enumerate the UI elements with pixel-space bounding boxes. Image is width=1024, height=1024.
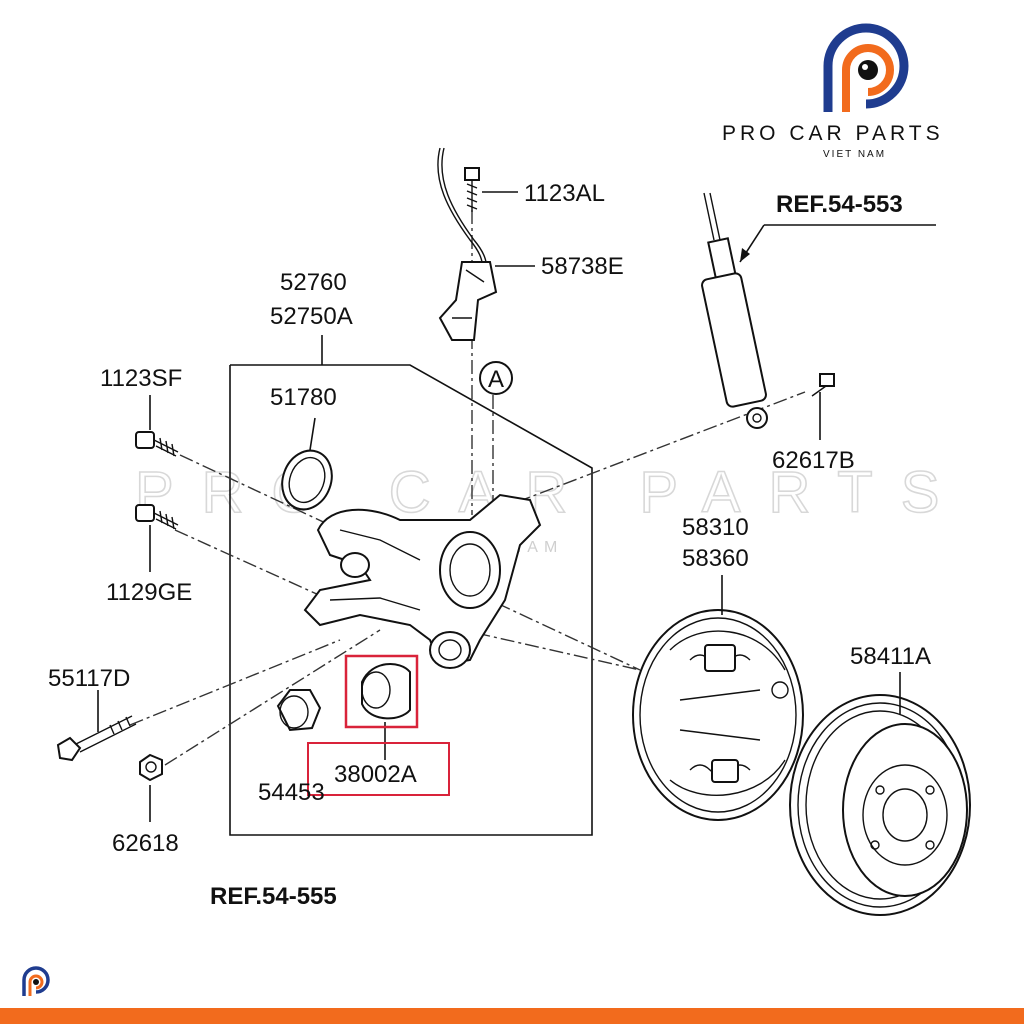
label-58738e: 58738E bbox=[541, 253, 624, 280]
bolt-1123al-part bbox=[464, 167, 480, 212]
label-38002a: 38002A bbox=[334, 761, 417, 788]
label-1129ge: 1129GE bbox=[106, 579, 192, 606]
assembly-centerlines bbox=[129, 210, 806, 766]
label-58411a: 58411A bbox=[850, 643, 931, 670]
knuckle-assembly-frame bbox=[229, 335, 593, 836]
brand-logo: PRO CAR PARTS VIET NAM bbox=[722, 23, 944, 160]
bolt-55117d-part bbox=[56, 690, 137, 762]
label-62618: 62618 bbox=[112, 830, 179, 857]
label-58310: 58310 bbox=[682, 514, 749, 541]
label-62617b: 62617B bbox=[772, 447, 855, 474]
highlight-box-bushing bbox=[344, 654, 419, 729]
watermark: PRO CAR PARTS VIET NAM bbox=[134, 459, 967, 556]
label-55117d: 55117D bbox=[48, 665, 130, 692]
bolt-1129ge-part bbox=[135, 504, 179, 572]
callout-a-label: A bbox=[488, 366, 504, 393]
seal-ring-51780-part bbox=[281, 417, 333, 511]
highlight-box-label bbox=[307, 742, 450, 796]
footer-orange-bar bbox=[0, 1008, 1024, 1024]
label-ref-54-555: REF.54-555 bbox=[210, 883, 337, 910]
pcp-logo-icon bbox=[823, 23, 909, 112]
label-1123al: 1123AL bbox=[524, 180, 605, 207]
bushing-54453-part bbox=[276, 689, 322, 732]
rear-knuckle-part bbox=[303, 493, 542, 669]
label-54453: 54453 bbox=[258, 779, 325, 806]
watermark-text: PRO CAR PARTS bbox=[135, 460, 967, 525]
abs-sensor-part bbox=[437, 147, 498, 341]
bolt-1123sf-part bbox=[135, 395, 179, 457]
brake-drum-part bbox=[789, 672, 971, 916]
label-ref-54-553: REF.54-553 bbox=[776, 191, 903, 218]
small-logo-icon bbox=[22, 966, 50, 996]
label-58360: 58360 bbox=[682, 545, 749, 572]
label-51780: 51780 bbox=[270, 384, 337, 411]
shock-absorber-part bbox=[701, 192, 936, 429]
bolt-62617b-part bbox=[811, 373, 835, 440]
brake-backing-plate-part bbox=[632, 575, 804, 821]
brand-subtitle: VIET NAM bbox=[823, 149, 886, 160]
nut-62618-part bbox=[139, 753, 163, 822]
label-52760: 52760 bbox=[280, 269, 347, 296]
label-1123sf: 1123SF bbox=[100, 365, 182, 392]
label-52750a: 52750A bbox=[270, 303, 353, 330]
bushing-38002a-part bbox=[361, 662, 411, 760]
brand-name: PRO CAR PARTS bbox=[722, 122, 944, 145]
callout-a-circle bbox=[479, 361, 513, 395]
